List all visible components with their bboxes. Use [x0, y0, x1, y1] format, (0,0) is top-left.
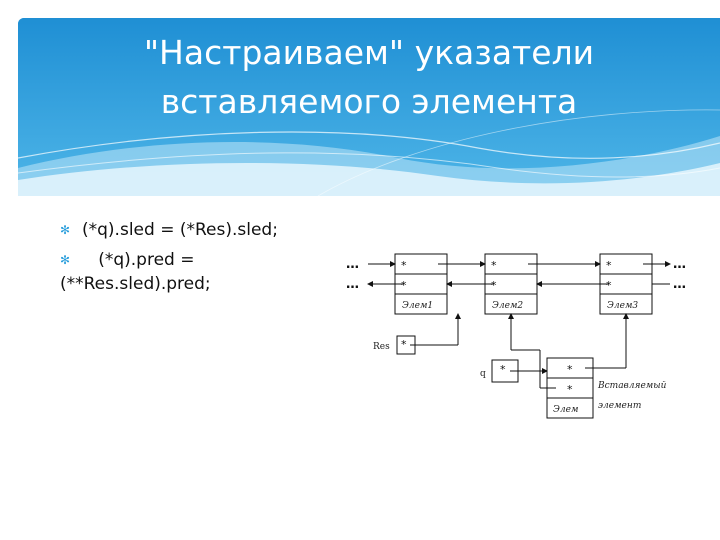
node-1-next-star: *	[401, 259, 407, 272]
ellipsis-right-top: …	[673, 257, 686, 272]
node-1-label: Элем1	[402, 301, 433, 311]
node-2-label: Элем2	[492, 301, 523, 311]
new-node-prev-star: *	[567, 383, 573, 396]
ellipsis-left-top: …	[346, 257, 359, 272]
linked-list-diagram: … … … … * * * * * * * * * * Элем1 Элем2 …	[340, 240, 700, 440]
q-star: *	[500, 363, 506, 376]
q-label: q	[480, 369, 486, 379]
new-node-label: Элем	[553, 405, 578, 415]
ellipsis-right-bottom: …	[673, 277, 686, 292]
asterisk-bullet-icon: ✻	[60, 218, 70, 242]
node-3-next-star: *	[606, 259, 612, 272]
bullet-text-3: (**Res.sled).pred;	[60, 274, 211, 294]
bullet-list: ✻ (*q).sled = (*Res).sled; ✻ (*q).pred =…	[60, 218, 360, 296]
title-line-1: "Настраиваем" указатели	[18, 28, 720, 77]
node-3-label: Элем3	[607, 301, 638, 311]
res-label: Res	[373, 342, 390, 352]
asterisk-bullet-icon: ✻	[60, 248, 70, 272]
title-line-2: вставляемого элемента	[18, 77, 720, 126]
ellipsis-left-bottom: …	[346, 277, 359, 292]
node-2-prev-star: *	[491, 279, 497, 292]
res-star: *	[401, 338, 407, 351]
new-node-caption-1: Вставляемый	[597, 381, 667, 391]
bullet-item-2: ✻ (*q).pred = (**Res.sled).pred;	[60, 248, 360, 296]
node-2-next-star: *	[491, 259, 497, 272]
new-node-next-star: *	[567, 363, 573, 376]
bullet-text-2: (*q).pred =	[82, 250, 194, 270]
slide-title: "Настраиваем" указатели вставляемого эле…	[18, 28, 720, 126]
bullet-item-1: ✻ (*q).sled = (*Res).sled;	[60, 218, 360, 242]
new-node-caption-2: элемент	[598, 401, 641, 411]
bullet-text-1: (*q).sled = (*Res).sled;	[82, 220, 278, 240]
node-3-prev-star: *	[606, 279, 612, 292]
node-1-prev-star: *	[401, 279, 407, 292]
